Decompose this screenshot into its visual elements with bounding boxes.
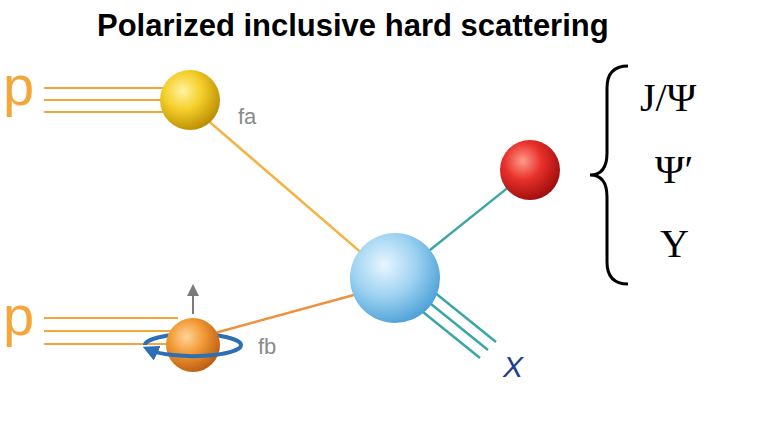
brace xyxy=(590,66,628,284)
spin-swirl xyxy=(150,345,241,356)
state-label: Ψ′ xyxy=(655,150,693,190)
title: Polarized inclusive hard scattering xyxy=(97,10,609,41)
polarized-proton-sphere xyxy=(166,318,220,372)
parton-label: fb xyxy=(258,336,276,358)
proton-label: p xyxy=(3,58,34,114)
final-state-label: X xyxy=(503,352,523,382)
quarkonium-sphere xyxy=(500,140,560,200)
proton-beam xyxy=(44,88,178,344)
parton-line xyxy=(205,118,372,262)
state-label: J/Ψ xyxy=(640,78,696,118)
hard-scattering-sphere xyxy=(350,233,440,323)
parton-label: fa xyxy=(238,106,256,128)
parton-line xyxy=(215,290,372,333)
state-label: Υ xyxy=(660,224,689,264)
proton-label: p xyxy=(3,288,34,344)
spin-arrow xyxy=(192,290,194,314)
proton-sphere xyxy=(160,70,220,130)
